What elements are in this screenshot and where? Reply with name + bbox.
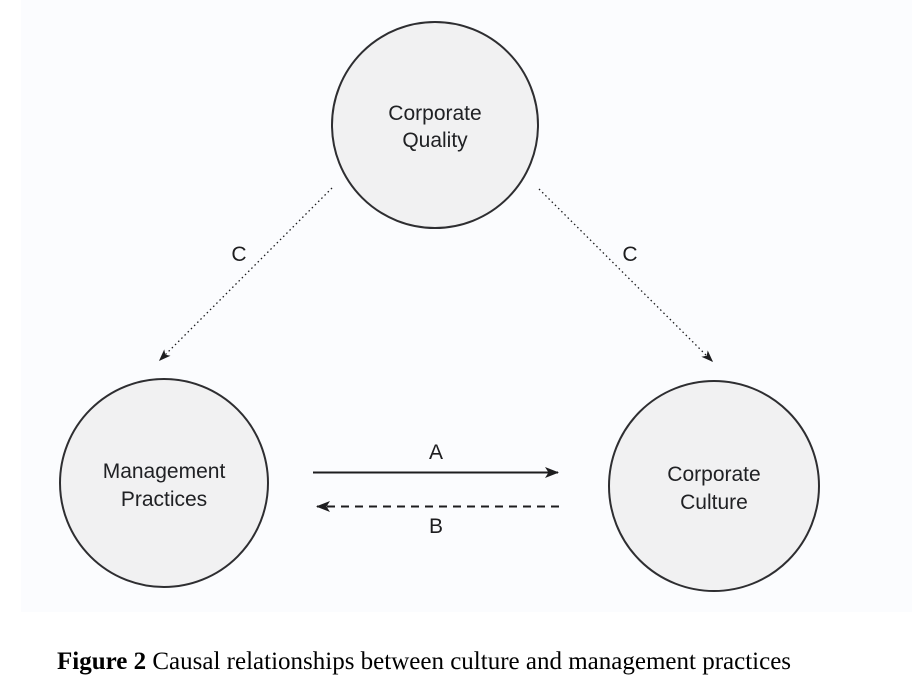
node-corporate-quality [331,21,539,229]
edge-c-quality-to-practices [158,187,333,362]
node-corporate-culture [608,380,820,592]
edge-c-quality-to-culture [538,188,714,363]
edge-label-c-right: C [622,243,637,266]
figure-caption: Figure 2 Causal relationships between cu… [57,648,791,676]
edge-label-b: B [429,515,443,538]
node-label-management-practices-line2: Practices [121,488,207,511]
node-label-management-practices-line1: Management [103,460,226,483]
figure-caption-text: Causal relationships between culture and… [152,648,792,675]
node-management-practices [59,378,269,588]
edge-label-a: A [429,441,443,464]
node-label-corporate-quality-line2: Quality [402,129,468,152]
figure-caption-number: Figure 2 [57,648,147,675]
node-label-corporate-culture-line2: Culture [680,491,748,514]
node-label-corporate-culture-line1: Corporate [667,463,760,486]
node-label-corporate-quality-line1: Corporate [388,102,481,125]
edge-label-c-left: C [231,243,246,266]
